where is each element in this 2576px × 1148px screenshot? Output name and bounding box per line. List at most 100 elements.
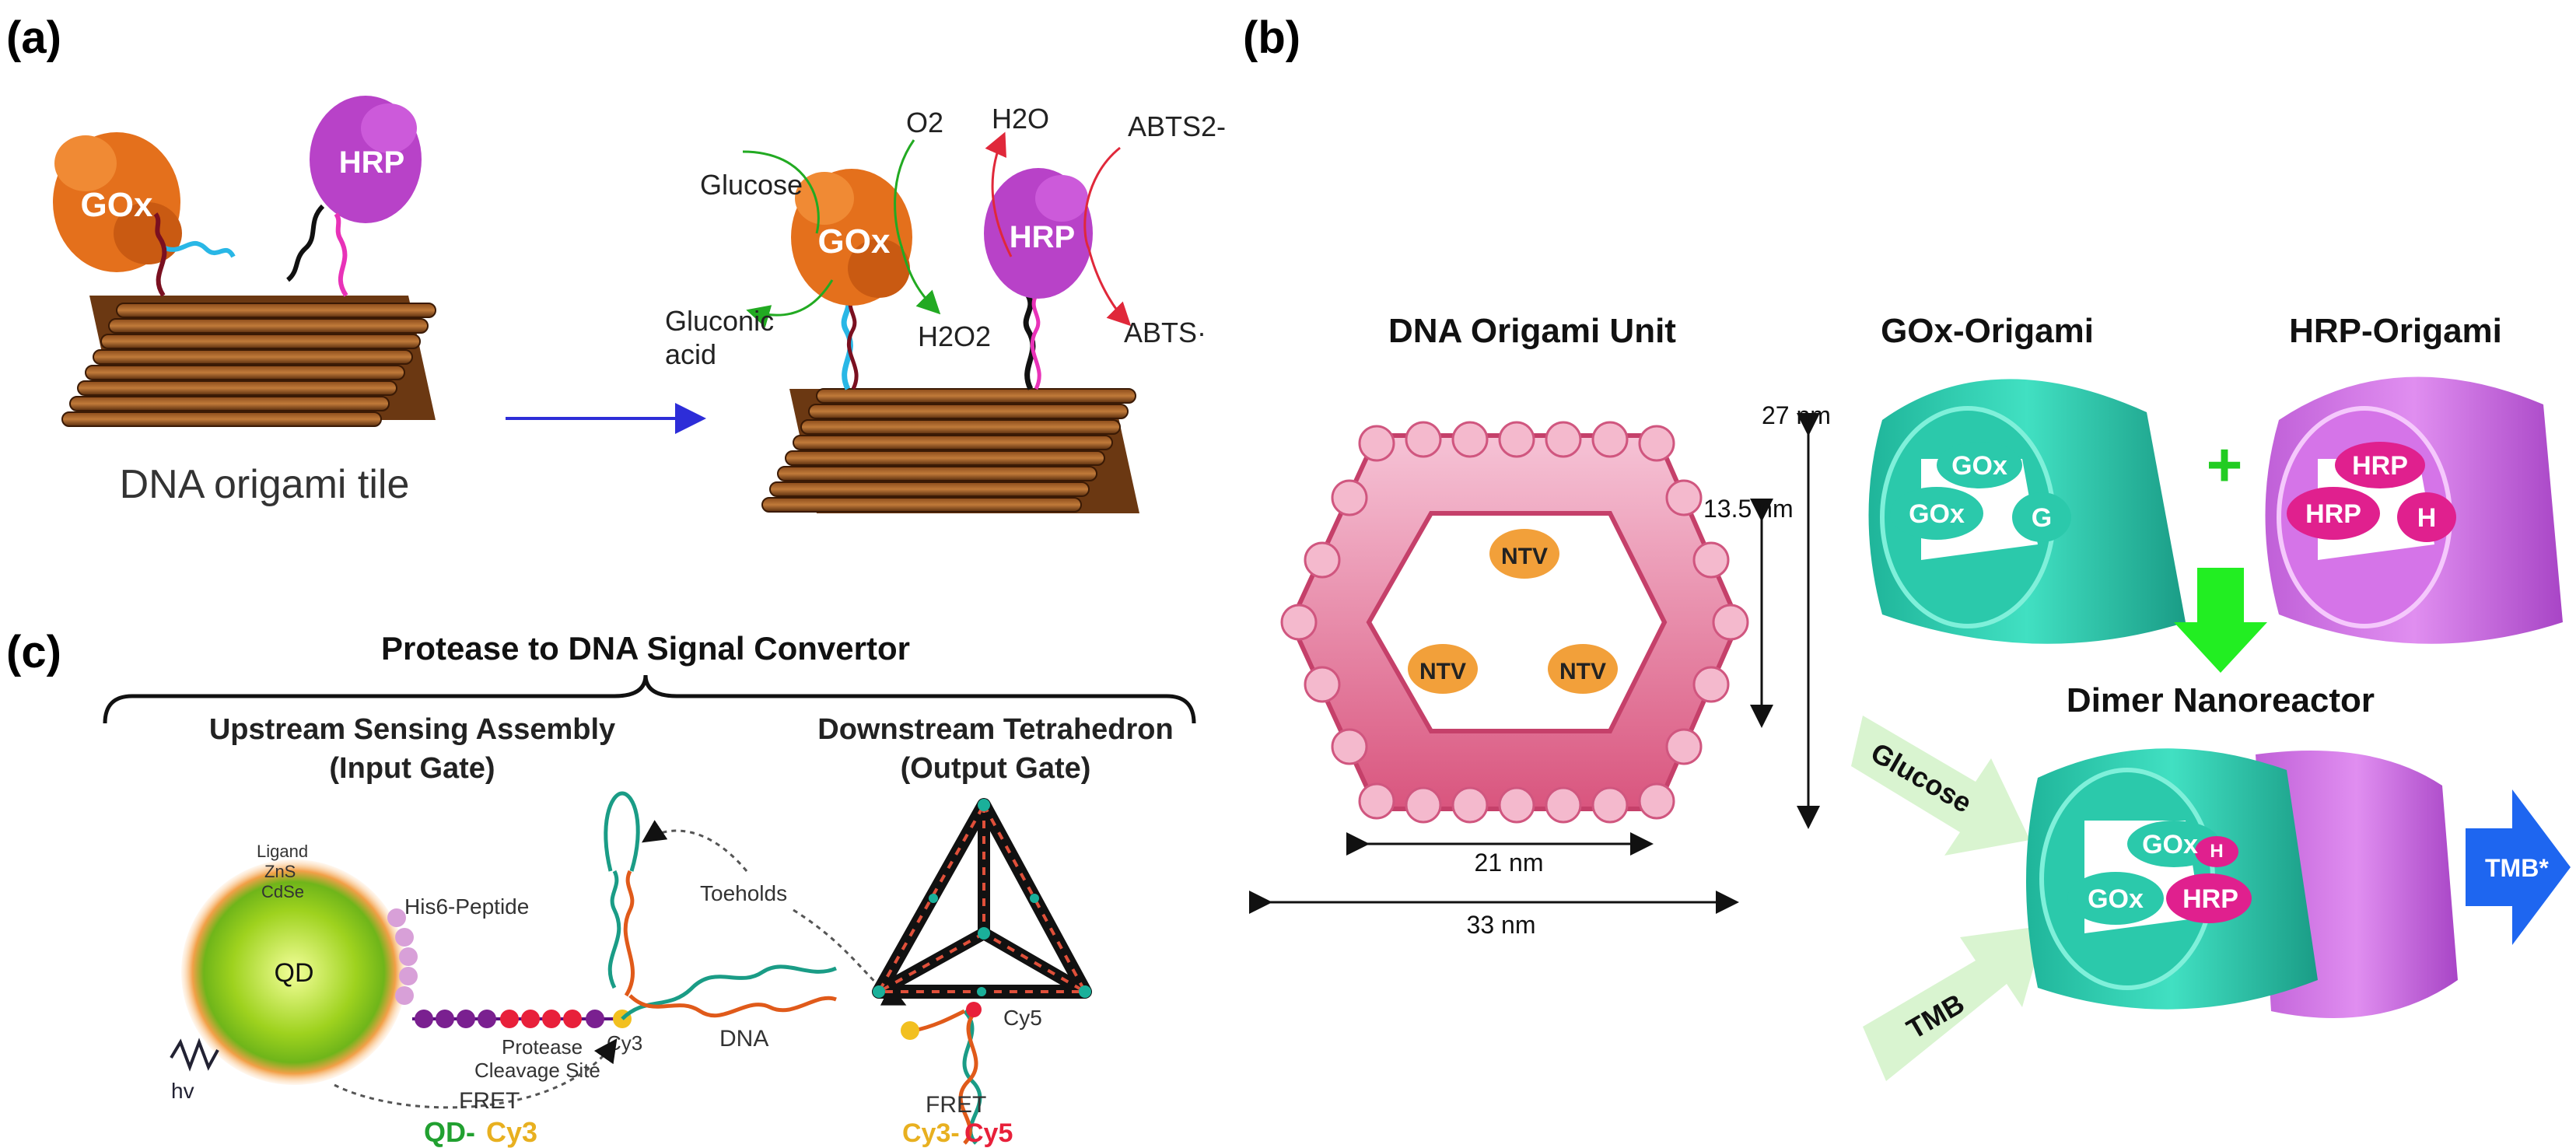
gluconic-label-2: acid: [665, 338, 716, 370]
dna-label: DNA: [719, 1026, 768, 1052]
glucose-input-arrow: Glucose: [1851, 716, 2030, 856]
downstream-label-1: Downstream Tetrahedron: [817, 713, 1173, 746]
his-tag: [387, 908, 418, 1005]
gox-origami-label-1: GOx: [1951, 451, 2007, 481]
dimer-title: Dimer Nanoreactor: [2067, 681, 2375, 719]
upstream-label-1: Upstream Sensing Assembly: [209, 713, 615, 746]
panel-a: GOx HRP DNA origami tile: [53, 96, 1226, 513]
ntv-label-right: NTV: [1559, 659, 1606, 684]
o2-arrow: [894, 139, 915, 250]
hrp-origami-barrel: HRP HRP H: [2265, 376, 2563, 644]
hrp-enzyme-free: HRP: [285, 96, 422, 282]
gluconic-arrow: [746, 279, 834, 328]
hv-wave: [170, 1038, 219, 1072]
h2o-label: H2O: [992, 103, 1049, 135]
dim-135-label: 13.5 nm: [1703, 495, 1794, 523]
convertor-title: Protease to DNA Signal Convertor: [381, 630, 910, 667]
hrp-origami-label-2: HRP: [2305, 499, 2361, 529]
hrp-origami-label-1: HRP: [2352, 451, 2408, 481]
h2o2-arrow: [901, 248, 941, 315]
dimer-hrp-label-2: HRP: [2182, 884, 2238, 914]
hrp-origami-title: HRP-Origami: [2289, 312, 2502, 350]
dimer-nanoreactor: GOx GOx H HRP: [2026, 748, 2458, 1018]
panel-label-c: (c): [6, 627, 61, 677]
ntv-blob-left: [1408, 644, 1478, 694]
gox-label-free: GOx: [81, 186, 153, 224]
abts2-label: ABTS2-: [1128, 110, 1226, 142]
panel-b: DNA Origami Unit GOx-Origami HRP-Origami…: [1249, 312, 2571, 1081]
dim-27-label: 27 nm: [1762, 401, 1831, 429]
toehold-arrow-up: [642, 820, 748, 872]
hrp-label-bound: HRP: [1010, 220, 1075, 254]
downstream-label-2: (Output Gate): [901, 752, 1091, 785]
tmb-output-arrow: [2466, 789, 2571, 945]
his-peptide-label: His6-Peptide: [404, 894, 529, 919]
fret-label-1: FRET: [459, 1088, 520, 1114]
origami-unit-title: DNA Origami Unit: [1388, 312, 1676, 350]
gox-enzyme-bound: GOx: [791, 169, 912, 306]
cy5-label: Cy5: [1003, 1006, 1042, 1030]
gox-origami-title: GOx-Origami: [1881, 312, 2094, 350]
fret-label-2: FRET: [926, 1092, 986, 1118]
tmb-star-label: TMB*: [2485, 854, 2549, 882]
gluconic-label-1: Gluconic: [665, 305, 774, 337]
peptide-chain: [415, 1010, 604, 1028]
zns-label: ZnS: [264, 862, 296, 881]
plus-sign: +: [2207, 430, 2243, 499]
cy3-dye-tetra: [901, 1021, 919, 1040]
down-arrow: [2174, 568, 2267, 673]
hrp-label-free: HRP: [339, 145, 404, 180]
dim-21-label: 21 nm: [1475, 849, 1544, 877]
cy5-dye: [966, 1002, 982, 1017]
glucose-arrow: [742, 150, 820, 234]
upstream-label-2: (Input Gate): [329, 752, 495, 785]
quantum-dot: QD: [181, 859, 407, 1085]
glucose-label-a: Glucose: [700, 169, 803, 201]
tmb-input-arrow: TMB: [1863, 926, 2046, 1081]
tile-caption: DNA origami tile: [120, 462, 410, 507]
toeholds-label: Toeholds: [700, 881, 787, 905]
cdse-label: CdSe: [261, 882, 304, 901]
hrp-enzyme-bound: HRP: [984, 168, 1093, 299]
dna-origami-unit: NTV NTV NTV: [1280, 421, 1749, 824]
qd-label: QD: [275, 958, 314, 988]
dna-tetrahedron: [872, 798, 1092, 999]
abts1-arrow: [1087, 248, 1132, 327]
panel-label-a: (a): [6, 12, 61, 63]
cy3-label: Cy3: [607, 1031, 642, 1055]
gox-origami-barrel: GOx GOx G: [1868, 379, 2186, 644]
protease-label-1: Protease: [502, 1035, 583, 1059]
fret-cy5-label: Cy5: [964, 1118, 1013, 1148]
abts1-label: ABTS·: [1124, 317, 1206, 348]
fret-qd-label: QD-: [424, 1116, 475, 1148]
gox-origami-label-3: G: [2032, 503, 2052, 533]
dimer-hrp-label-1: H: [2210, 841, 2223, 862]
ntv-label-top: NTV: [1501, 544, 1548, 569]
fret-arrow: [334, 1038, 618, 1109]
o2-label: O2: [906, 107, 943, 138]
h2o-arrow: [985, 131, 1013, 257]
gox-origami-label-2: GOx: [1909, 499, 1965, 529]
convertor-brace: [103, 674, 1196, 724]
ntv-blob-right: [1548, 644, 1618, 694]
ntv-blob-top: [1489, 529, 1559, 579]
fret-cy3-label: Cy3-: [902, 1118, 960, 1148]
h2o2-label: H2O2: [918, 320, 991, 352]
ligand-label: Ligand: [257, 842, 308, 861]
abts2-arrow: [1083, 146, 1121, 250]
ntv-label-left: NTV: [1419, 659, 1466, 684]
panel-c: Protease to DNA Signal Convertor Upstrea…: [103, 630, 1196, 1148]
gox-enzyme-free: GOx: [53, 132, 236, 272]
hv-label: hv: [171, 1079, 194, 1103]
dim-33-label: 33 nm: [1467, 911, 1536, 939]
dna-duplex: [604, 791, 837, 1020]
dna-origami-tile-left: [61, 212, 436, 427]
dimer-gox-label-2: GOx: [2088, 884, 2144, 914]
protease-label-2: Cleavage Site: [474, 1059, 600, 1082]
panel-label-b: (b): [1243, 12, 1300, 63]
fret-qd-cy3-label: Cy3: [486, 1116, 537, 1148]
dimer-gox-label-1: GOx: [2142, 830, 2198, 859]
gox-label-bound: GOx: [818, 222, 891, 261]
dna-origami-tile-right: [761, 294, 1139, 513]
